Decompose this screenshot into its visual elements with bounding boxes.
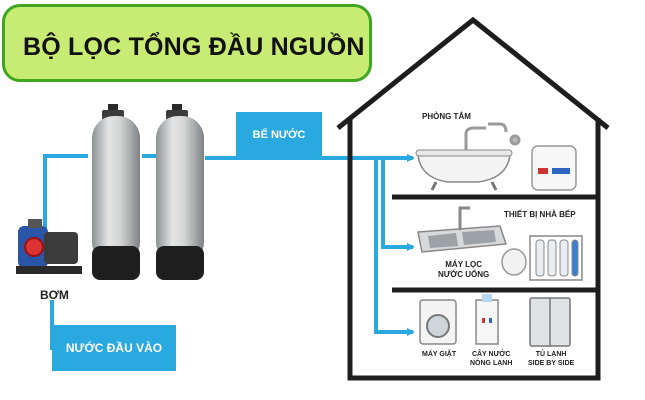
inlet-label: NƯỚC ĐẦU VÀO [52, 325, 176, 371]
pump-icon [16, 219, 82, 274]
washing-machine-icon [419, 299, 457, 345]
faucet-icon [464, 122, 521, 150]
bathtub-icon [415, 149, 513, 191]
kitchen-label: THIẾT BỊ NHÀ BẾP [504, 210, 576, 219]
filter-tank-icon [92, 104, 140, 280]
dispenser-label: CÂY NƯỚC NÓNG LẠNH [470, 351, 513, 367]
water-dispenser-icon [475, 294, 499, 345]
filter-tank-icon [156, 104, 204, 280]
water-heater-icon [531, 145, 577, 191]
pipe-pump-up [43, 154, 88, 232]
washer-label: MÁY GIẶT [422, 351, 457, 358]
pump-label: BƠM [40, 288, 69, 302]
house-outline [336, 16, 610, 381]
kitchen-sink-icon [417, 206, 508, 253]
pipe-to-kitchen [381, 158, 415, 251]
tank-label: BỂ NƯỚC [236, 112, 322, 158]
ro-filter-icon [501, 235, 583, 281]
fridge-icon [529, 297, 571, 347]
title-box: BỘ LỌC TỔNG ĐẦU NGUỒN [2, 4, 372, 82]
ro-filter-label: MÁY LỌC NƯỚC UỐNG [438, 260, 490, 279]
fridge-label: TỦ LẠNH SIDE BY SIDE [528, 351, 575, 367]
bathroom-label: PHÒNG TẮM [422, 112, 471, 121]
diagram-title: BỘ LỌC TỔNG ĐẦU NGUỒN [23, 33, 365, 61]
pipe-to-laundry [374, 158, 415, 336]
